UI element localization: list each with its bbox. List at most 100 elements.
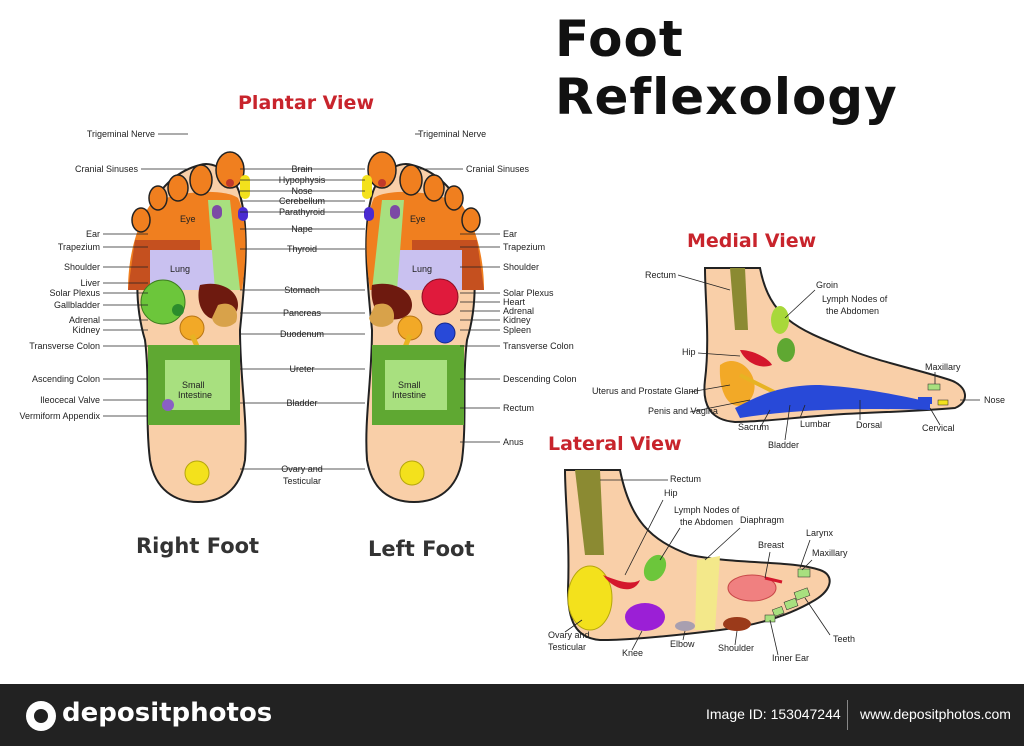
lateral-label-14-leader: [769, 619, 779, 656]
lateral-foot: [563, 469, 831, 642]
lateral-label-8-leader: [804, 597, 831, 636]
lateral-label-12-leader: [682, 630, 686, 641]
left-label-10: Transverse Colon: [503, 341, 574, 351]
left-label-5: Solar Plexus: [503, 288, 554, 298]
center-label-2: Nose: [291, 186, 312, 196]
left-label-0: Trigeminal Nerve: [418, 129, 486, 139]
lateral-label-13-leader: [734, 630, 738, 646]
right-label-13: Vermiform Appendix: [19, 411, 100, 421]
right-label-0: Trigeminal Nerve: [87, 129, 155, 139]
left-label-2: Ear: [503, 229, 517, 239]
medial-label-3: the Abdomen: [826, 306, 879, 316]
right-label-4: Shoulder: [64, 262, 100, 272]
lateral-label-4: Diaphragm: [740, 515, 784, 525]
right-lung-label: Lung: [170, 264, 190, 274]
lateral-leader-lines: [564, 479, 831, 656]
lateral-label-5-leader: [799, 539, 811, 569]
left-eye-label: Eye: [410, 214, 426, 224]
medial-label-8: Nose: [984, 395, 1005, 405]
right-label-1: Cranial Sinuses: [75, 164, 139, 174]
lateral-label-1: Hip: [664, 488, 678, 498]
medial-label-1: Groin: [816, 280, 838, 290]
brand-logo: depositphotos: [62, 698, 273, 728]
right-label-5: Liver: [80, 278, 100, 288]
left-foot: Eye Lung Small Intestine: [362, 151, 484, 504]
lateral-label-6-leader: [764, 551, 771, 579]
lateral-label-11: Knee: [622, 648, 643, 658]
medial-label-6-leader: [689, 384, 731, 393]
right-foot: Eye Lung Small Intestine: [128, 151, 250, 504]
plantar-view-title: Plantar View: [238, 92, 374, 114]
medial-label-0: Rectum: [645, 270, 676, 280]
lateral-label-12: Elbow: [670, 639, 695, 649]
medial-label-7-leader: [689, 399, 751, 413]
lateral-label-1-leader: [624, 499, 664, 576]
medial-label-9-leader: [759, 409, 771, 429]
center-label-3: Cerebellum: [279, 196, 325, 206]
footer-divider: [847, 700, 848, 730]
medial-label-12-leader: [929, 407, 941, 426]
medial-foot: [703, 267, 966, 424]
left-lung-label: Lung: [412, 264, 432, 274]
medial-label-10-leader: [799, 404, 806, 419]
site-url[interactable]: www.depositphotos.com: [860, 706, 1011, 722]
lateral-label-14: Inner Ear: [772, 653, 809, 663]
center-label-9: Duodenum: [280, 329, 324, 339]
lateral-label-10: Testicular: [548, 642, 586, 652]
right-eye-label: Eye: [180, 214, 196, 224]
lateral-label-0: Rectum: [670, 474, 701, 484]
right-small-intestine-2: Intestine: [178, 390, 212, 400]
medial-label-10: Lumbar: [800, 419, 831, 429]
right-small-intestine-1: Small: [182, 380, 205, 390]
lateral-view-title: Lateral View: [548, 433, 682, 455]
reflexology-diagram: Foot Reflexology Plantar View Medial Vie…: [19, 10, 1005, 663]
medial-label-4: Hip: [682, 347, 696, 357]
center-label-13: Testicular: [283, 476, 321, 486]
medial-label-2: Lymph Nodes of: [822, 294, 888, 304]
left-label-8: Kidney: [503, 315, 531, 325]
center-label-4: Parathyroid: [279, 207, 325, 217]
plantar-leader-lines: [103, 133, 500, 470]
center-label-8: Pancreas: [283, 308, 322, 318]
left-label-4: Shoulder: [503, 262, 539, 272]
lateral-label-4-leader: [704, 527, 741, 561]
right-label-3: Trapezium: [58, 242, 100, 252]
left-small-intestine-2: Intestine: [392, 390, 426, 400]
center-label-12: Ovary and: [281, 464, 323, 474]
medial-label-9: Sacrum: [738, 422, 769, 432]
right-label-8: Adrenal: [69, 315, 100, 325]
center-label-0: Brain: [291, 164, 312, 174]
left-label-13: Anus: [503, 437, 524, 447]
medial-label-11: Dorsal: [856, 420, 882, 430]
medial-label-5: Maxillary: [925, 362, 961, 372]
left-label-1: Cranial Sinuses: [466, 164, 530, 174]
left-label-9: Spleen: [503, 325, 531, 335]
left-foot-label: Left Foot: [368, 537, 475, 561]
lateral-label-3: the Abdomen: [680, 517, 733, 527]
lateral-label-5: Larynx: [806, 528, 834, 538]
diagram-svg: Eye Lung Small Intestine: [19, 129, 1005, 663]
lateral-label-13: Shoulder: [718, 643, 754, 653]
medial-label-12: Cervical: [922, 423, 955, 433]
left-label-7: Adrenal: [503, 306, 534, 316]
center-label-7: Stomach: [284, 285, 320, 295]
center-label-5: Nape: [291, 224, 313, 234]
medial-label-13-leader: [784, 404, 791, 441]
center-label-11: Bladder: [286, 398, 317, 408]
left-label-11: Descending Colon: [503, 374, 577, 384]
medial-label-6: Uterus and Prostate Gland: [592, 386, 699, 396]
right-label-7: Gallbladder: [54, 300, 100, 310]
right-label-12: Ileocecal Valve: [40, 395, 100, 405]
right-label-2: Ear: [86, 229, 100, 239]
left-label-6: Heart: [503, 297, 526, 307]
lateral-label-11-leader: [631, 630, 643, 651]
right-foot-label: Right Foot: [136, 534, 260, 558]
right-label-9: Kidney: [72, 325, 100, 335]
lateral-label-2: Lymph Nodes of: [674, 505, 740, 515]
center-label-1: Hypophysis: [279, 175, 326, 185]
medial-label-4-leader: [697, 352, 741, 357]
medial-label-1-leader: [784, 289, 816, 319]
right-label-6: Solar Plexus: [49, 288, 100, 298]
